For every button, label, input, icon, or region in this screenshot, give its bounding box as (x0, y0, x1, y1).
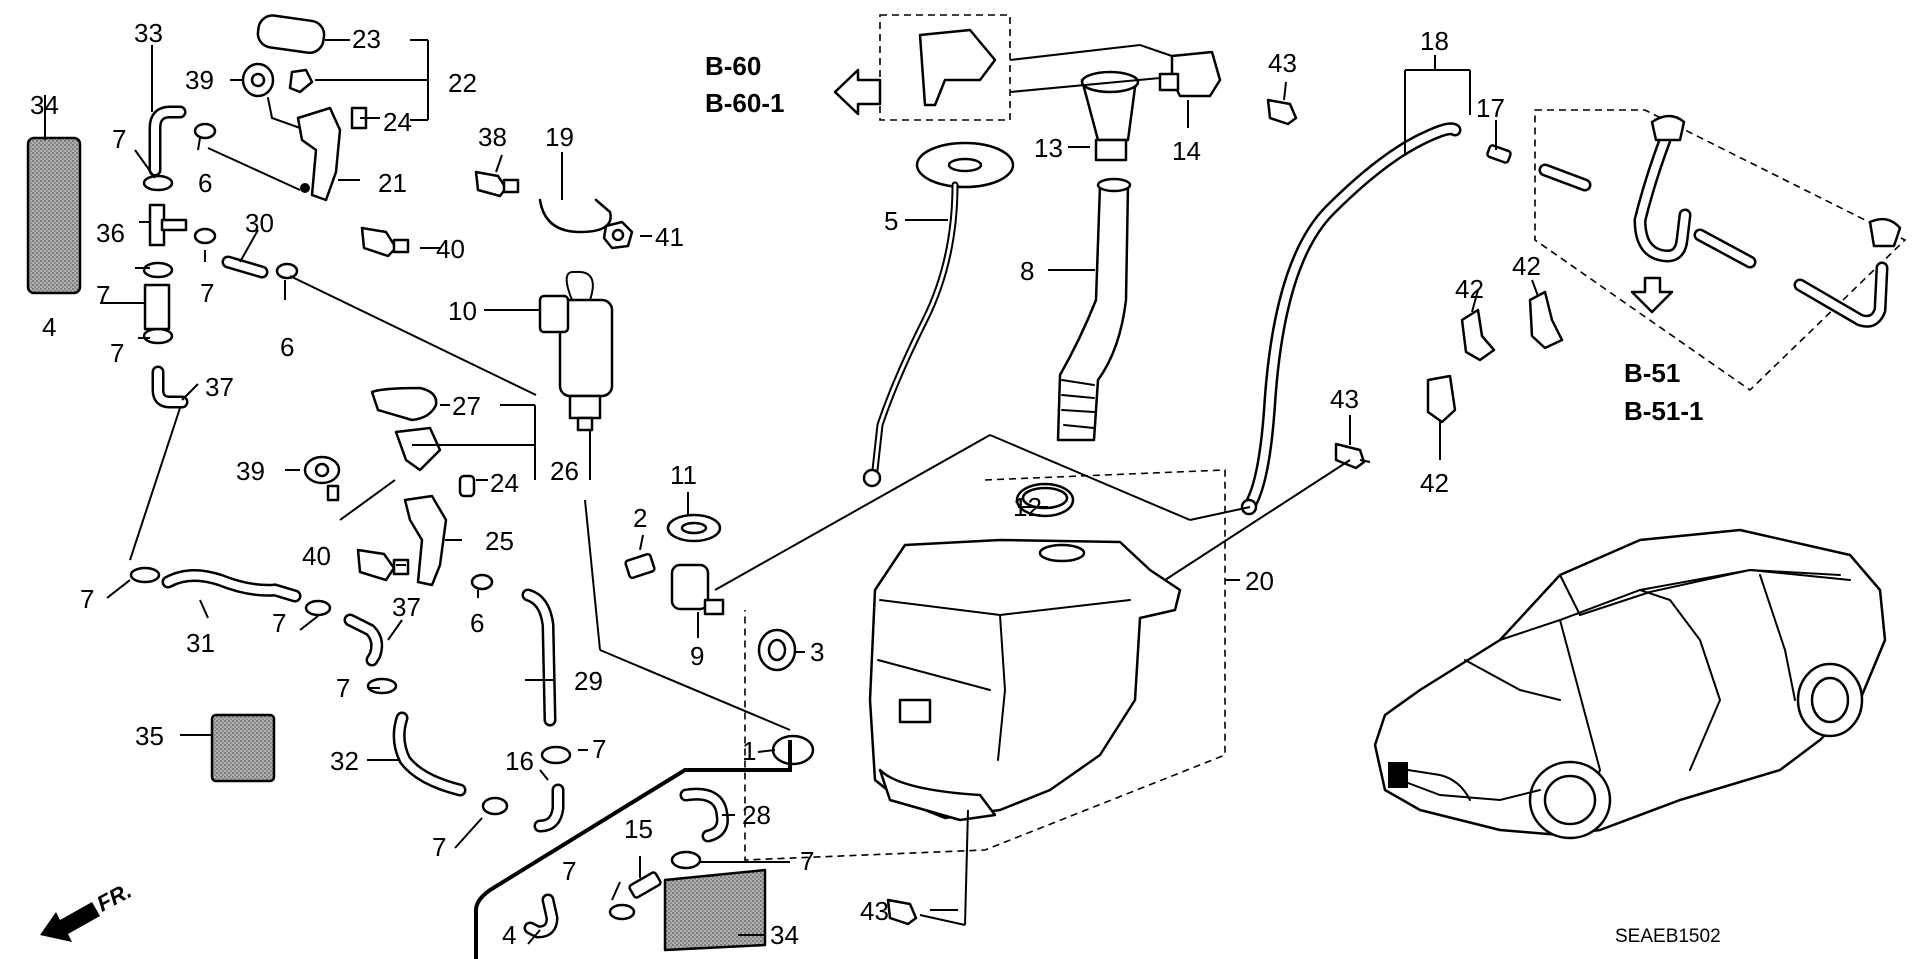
callout-7: 7 (592, 734, 606, 764)
reference-arrow-icon (833, 68, 1674, 314)
callout-2: 2 (633, 503, 647, 533)
callout-42: 42 (1512, 251, 1541, 281)
callout-7: 7 (800, 846, 814, 876)
left-hose-assembly (26, 105, 509, 816)
callout-7: 7 (432, 832, 446, 862)
callout-1: 1 (742, 736, 756, 766)
callout-43: 43 (1268, 48, 1297, 78)
callout-19: 19 (545, 122, 574, 152)
callout-17: 17 (1476, 93, 1505, 123)
callout-40: 40 (302, 541, 331, 571)
callout-24: 24 (383, 107, 412, 137)
filter-pad-35 (210, 713, 276, 783)
callout-42: 42 (1420, 468, 1449, 498)
callout-23: 23 (352, 24, 381, 54)
vehicle-location-icon (1373, 528, 1887, 840)
washer-tank-20 (868, 538, 1182, 820)
callout-7: 7 (110, 338, 124, 368)
callout-43: 43 (1330, 384, 1359, 414)
callout-11: 11 (670, 460, 697, 490)
reference-b60: B-60 (705, 51, 761, 81)
callout-25: 25 (485, 526, 514, 556)
callout-43: 43 (860, 896, 889, 926)
callout-18: 18 (1420, 26, 1449, 56)
callout-37: 37 (392, 592, 421, 622)
rear-washer-hose-group (1538, 114, 1902, 328)
leader-lines (44, 39, 1539, 959)
callout-8: 8 (1020, 256, 1034, 286)
callout-33: 33 (134, 18, 163, 48)
callout-7: 7 (112, 124, 126, 154)
callout-6: 6 (198, 168, 212, 198)
reference-b51: B-51 (1624, 358, 1680, 388)
callout-39: 39 (185, 65, 214, 95)
callout-13: 13 (1034, 133, 1063, 163)
callout-4: 4 (502, 920, 516, 950)
callout-34: 34 (30, 90, 59, 120)
callout-10: 10 (448, 296, 477, 326)
callout-20: 20 (1245, 566, 1274, 596)
callout-3: 3 (810, 637, 824, 667)
hose-clip-icon (1426, 290, 1564, 424)
callout-34: 34 (770, 920, 799, 950)
front-label: FR. (93, 878, 136, 917)
callout-24: 24 (490, 468, 519, 498)
callout-6: 6 (470, 608, 484, 638)
callout-9: 9 (690, 641, 704, 671)
pump-assembly (303, 170, 767, 952)
callout-7: 7 (96, 280, 110, 310)
callout-40: 40 (436, 234, 465, 264)
callout-27: 27 (452, 391, 481, 421)
callout-35: 35 (135, 721, 164, 751)
callout-7: 7 (272, 608, 286, 638)
callout-31: 31 (186, 628, 215, 658)
filter-pad-34-top (26, 136, 82, 295)
clamp-icon (142, 122, 299, 345)
callout-14: 14 (1172, 136, 1201, 166)
callout-6: 6 (280, 332, 294, 362)
callout-7: 7 (200, 278, 214, 308)
callout-37: 37 (205, 372, 234, 402)
callout-36: 36 (96, 218, 125, 248)
callout-41: 41 (655, 222, 684, 252)
reference-b60-1: B-60-1 (705, 88, 784, 118)
front-direction-arrow-icon (40, 902, 100, 942)
callout-28: 28 (742, 800, 771, 830)
callout-7: 7 (336, 673, 350, 703)
callout-16: 16 (505, 746, 534, 776)
callout-21: 21 (378, 168, 407, 198)
callout-38: 38 (478, 122, 507, 152)
callout-7: 7 (562, 856, 576, 886)
callout-22: 22 (448, 68, 477, 98)
callout-26: 26 (550, 456, 579, 486)
callout-42: 42 (1455, 274, 1484, 304)
callout-30: 30 (245, 208, 274, 238)
callout-39: 39 (236, 456, 265, 486)
callout-4: 4 (42, 312, 56, 342)
callout-7: 7 (80, 584, 94, 614)
washer-reservoir-assembly (624, 14, 1907, 926)
diagram-code: SEAEB1502 (1615, 926, 1721, 947)
reference-b51-1: B-51-1 (1624, 396, 1703, 426)
bolt-icon (886, 98, 1366, 926)
callout-12: 12 (1013, 492, 1042, 522)
callout-5: 5 (884, 206, 898, 236)
callout-29: 29 (574, 666, 603, 696)
callout-labels: 33 34 7 6 36 30 7 7 4 7 6 37 39 23 22 24… (30, 18, 1721, 950)
upper-nozzle-assembly (241, 14, 368, 202)
callout-15: 15 (624, 814, 653, 844)
callout-32: 32 (330, 746, 359, 776)
